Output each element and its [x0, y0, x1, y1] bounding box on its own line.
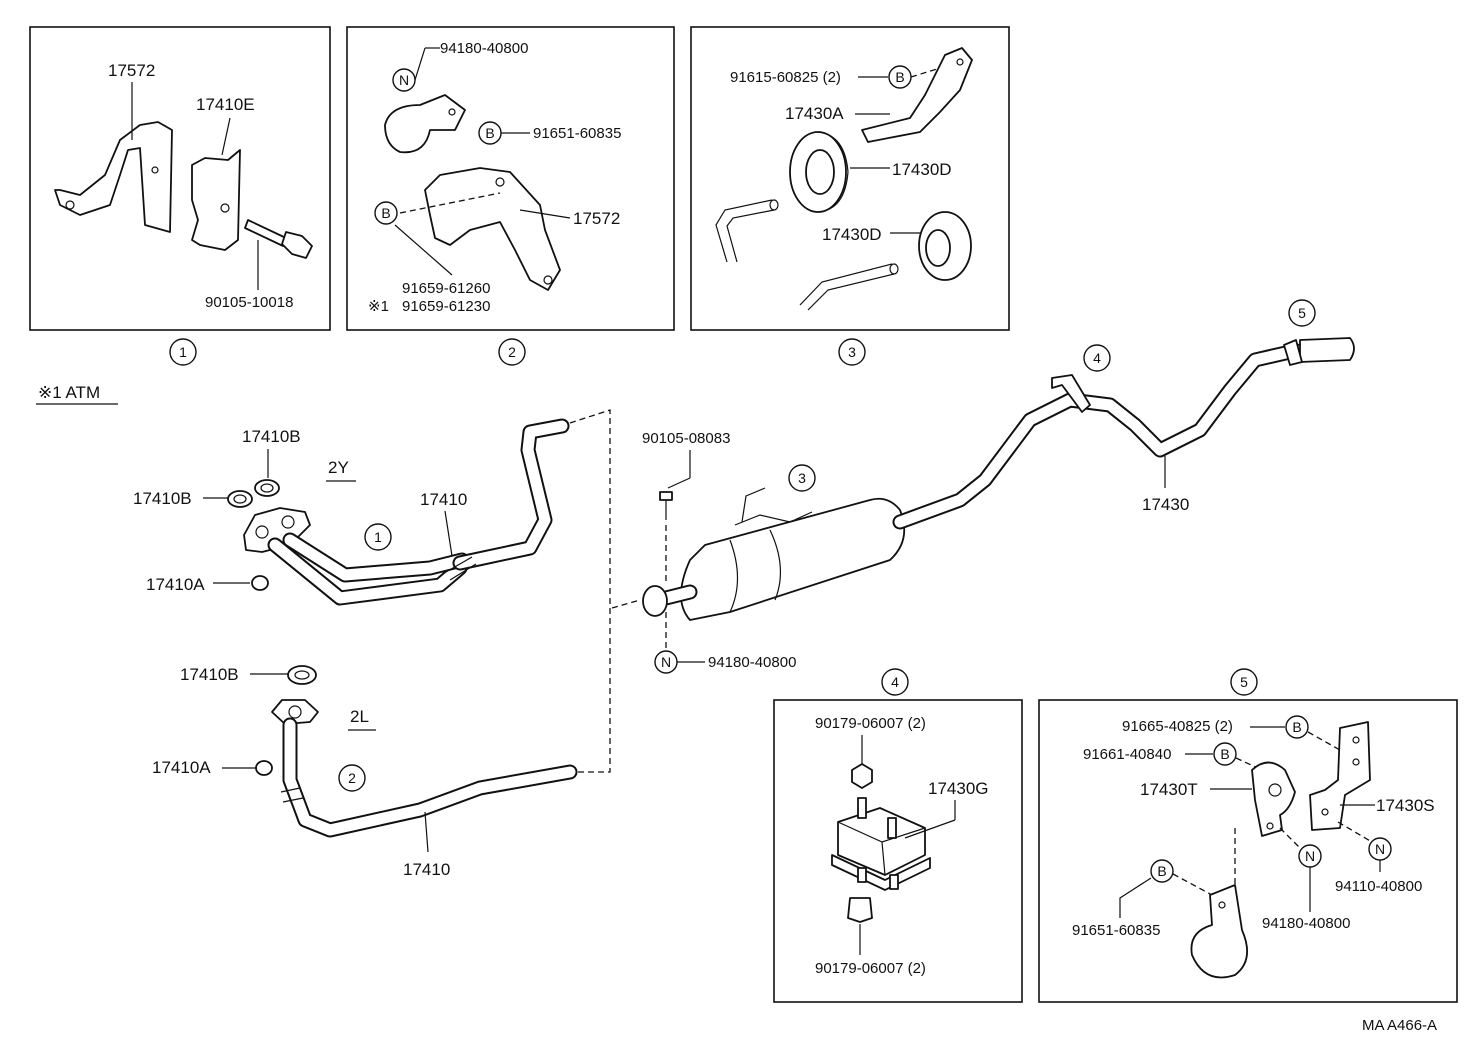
atm-mark-inset2: ※1	[368, 298, 389, 315]
code-B-inset3: B	[895, 69, 904, 85]
label-94180-40800-inset5: 94180-40800	[1262, 915, 1350, 932]
gasket-17410B-upper	[254, 479, 280, 497]
inset-4-number: 4	[891, 674, 899, 690]
atm-note: ※1 ATM	[38, 383, 100, 402]
label-17410-2L: 17410	[403, 860, 450, 879]
label-17410A-2L: 17410A	[152, 758, 211, 777]
nut-90179-top	[851, 763, 873, 789]
label-90105-08083: 90105-08083	[642, 430, 730, 447]
hanger-4-on-pipe	[1051, 374, 1091, 413]
code-N-muffler: N	[661, 654, 671, 670]
label-91651-60835-inset5: 91651-60835	[1072, 922, 1160, 939]
engine-2Y-label: 2Y	[328, 458, 349, 477]
gasket-17410B-lower	[227, 490, 253, 508]
hanger-17430A-drawing	[861, 47, 973, 143]
nut-90179-bottom	[847, 897, 873, 923]
label-91651-60835-inset2: 91651-60835	[533, 125, 621, 142]
code-B-inset2-lower: B	[381, 205, 390, 221]
label-91659-61230: 91659-61230	[402, 298, 490, 315]
label-17572-inset2: 17572	[573, 209, 620, 228]
code-B-inset2: B	[485, 125, 494, 141]
ref-1-on-pipe: 1	[374, 529, 382, 545]
bracket-17430S-drawing	[1309, 721, 1371, 831]
label-91665-40825: 91665-40825 (2)	[1122, 718, 1233, 735]
gasket-17410B-2L	[287, 665, 317, 685]
nut-17410A-2Y	[251, 575, 269, 591]
gasket-17410E-drawing	[191, 149, 241, 251]
label-91615-60825: 91615-60825 (2)	[730, 69, 841, 86]
inset-4: 4 90179-06007 (2) 17430G 90179-06007 (2)	[773, 668, 1023, 1003]
code-N-inset5-left: N	[1305, 848, 1315, 864]
label-17410B-top: 17410B	[242, 427, 301, 446]
label-17430G: 17430G	[928, 779, 989, 798]
label-17430: 17430	[1142, 495, 1189, 514]
label-17430T: 17430T	[1140, 780, 1198, 799]
label-17410B-2L: 17410B	[180, 665, 239, 684]
label-17430S: 17430S	[1376, 796, 1435, 815]
label-17430A: 17430A	[785, 104, 844, 123]
hanger-5-on-pipe	[1283, 339, 1303, 366]
inset-1-number: 1	[179, 344, 187, 360]
ref-2-on-pipe: 2	[348, 770, 356, 786]
inset-3: 91615-60825 (2) B 17430A 17430D 17430D 3	[690, 26, 1010, 366]
label-94110-40800: 94110-40800	[1335, 878, 1422, 895]
muffler-body	[680, 497, 906, 621]
code-N-inset5-right: N	[1375, 841, 1385, 857]
main-assembly: ※1 ATM 2Y 17410B 17410B 1 17410 17410A	[36, 299, 1355, 879]
label-17410B-left: 17410B	[133, 489, 192, 508]
label-94180-40800-muffler: 94180-40800	[708, 654, 796, 671]
bolt-90105-10018-drawing	[244, 219, 287, 247]
clamp-inset5-drawing	[1190, 884, 1249, 979]
ref-3-on-muffler: 3	[798, 470, 806, 486]
tail-pipe-end	[1299, 337, 1355, 363]
label-90105-10018: 90105-10018	[205, 294, 293, 311]
inset-5-number: 5	[1240, 674, 1248, 690]
label-17430D-lower: 17430D	[822, 225, 882, 244]
inset-3-number: 3	[848, 344, 856, 360]
bracket-17572-inset2-drawing	[424, 167, 561, 291]
muffler-clamp	[642, 585, 668, 617]
label-17430D-upper: 17430D	[892, 160, 952, 179]
label-91659-61260: 91659-61260	[402, 280, 490, 297]
nut-17410A-2L	[255, 760, 273, 776]
label-17410A-2Y: 17410A	[146, 575, 205, 594]
code-B-inset5-mid: B	[1220, 746, 1229, 762]
label-17410E: 17410E	[196, 95, 255, 114]
label-90179-06007-top: 90179-06007 (2)	[815, 715, 926, 732]
label-17410-2Y: 17410	[420, 490, 467, 509]
code-B-inset5-top: B	[1292, 719, 1301, 735]
cushion-17430T-drawing	[1251, 761, 1296, 837]
inset-1: 17572 17410E 90105-10018 1	[29, 26, 331, 366]
engine-2L-label: 2L	[350, 707, 369, 726]
label-17572: 17572	[108, 61, 155, 80]
label-94180-40800-inset2: 94180-40800	[440, 40, 528, 57]
inset-5: 5 91665-40825 (2) B 91661-40840 B 17430S…	[1038, 668, 1458, 1003]
inset-2-number: 2	[508, 344, 516, 360]
inset-2: N 94180-40800 B 91651-60835 B 17572 9165…	[346, 26, 675, 366]
label-90179-06007-bottom: 90179-06007 (2)	[815, 960, 926, 977]
ref-5-on-pipe: 5	[1298, 305, 1306, 321]
drawing-code: MA A466-A	[1362, 1017, 1437, 1034]
code-B-inset5-clamp: B	[1157, 863, 1166, 879]
bracket-17572-drawing	[54, 121, 173, 233]
clamp-inset2-drawing	[384, 94, 466, 154]
label-91661-40840: 91661-40840	[1083, 746, 1171, 763]
code-N-inset2: N	[399, 72, 409, 88]
ref-4-on-pipe: 4	[1093, 350, 1101, 366]
bolt-90105-08083	[659, 491, 673, 501]
